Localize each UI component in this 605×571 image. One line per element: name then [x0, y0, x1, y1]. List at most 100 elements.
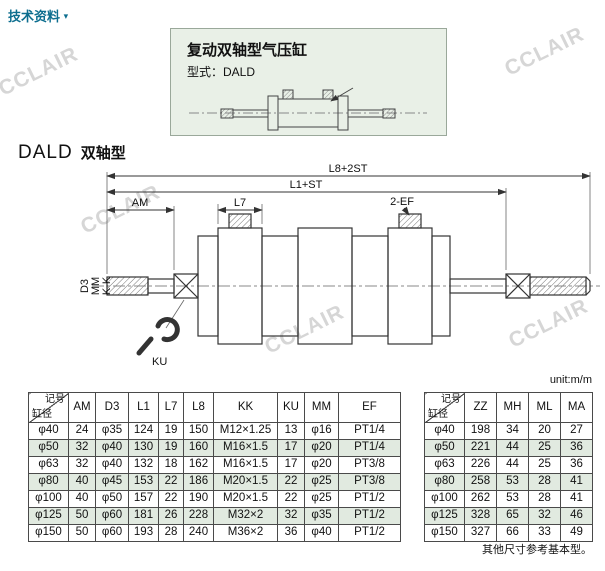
cell: 32 [68, 456, 96, 474]
cell: φ45 [95, 473, 129, 491]
cell: M32×2 [213, 507, 278, 525]
cell: φ25 [304, 490, 339, 508]
watermark: CCLAIR [0, 42, 82, 101]
bore-cell: φ125 [424, 507, 465, 525]
bore-cell: φ100 [28, 490, 69, 508]
unit-label: unit:m/m [549, 374, 592, 386]
dim-label-am: AM [132, 197, 149, 209]
cell: 22 [277, 473, 305, 491]
chevron-down-icon: ▾ [63, 11, 69, 21]
product-model: 型式：DALD [187, 65, 256, 79]
cell: 22 [158, 473, 184, 491]
cell: M16×1.5 [213, 439, 278, 457]
bore-cell: φ100 [424, 490, 465, 508]
col-header: MH [496, 392, 529, 423]
bore-cell: φ40 [28, 422, 69, 440]
cell: 240 [183, 524, 214, 542]
bore-cell: φ50 [424, 439, 465, 457]
cell: 53 [496, 473, 529, 491]
cell: 36 [560, 439, 593, 457]
cell: φ35 [304, 507, 339, 525]
cell: φ40 [304, 524, 339, 542]
col-header: ZZ [464, 392, 497, 423]
technical-drawing: L8+2ST L1+ST AM L7 2-EF D3 MM K-K KU [79, 163, 600, 368]
cell: M12×1.25 [213, 422, 278, 440]
header-row: 记号 缸径 ZZ MH ML MA [424, 392, 593, 423]
cell: 50 [68, 524, 96, 542]
col-header: ML [528, 392, 561, 423]
header-box-drawing [189, 87, 427, 131]
cell: φ60 [95, 524, 129, 542]
col-header: L1 [128, 392, 159, 423]
bore-cell: φ40 [424, 422, 465, 440]
cell: φ25 [304, 473, 339, 491]
cell: 28 [158, 524, 184, 542]
bore-cell: φ63 [424, 456, 465, 474]
cell: 27 [560, 422, 593, 440]
cell: 65 [496, 507, 529, 525]
cell: 153 [128, 473, 159, 491]
cell: PT1/2 [338, 524, 401, 542]
cell: 46 [560, 507, 593, 525]
section-model: DALD [18, 142, 73, 163]
cell: 181 [128, 507, 159, 525]
cell: 34 [496, 422, 529, 440]
cell: 150 [183, 422, 214, 440]
dim-label-ef: 2-EF [390, 196, 414, 208]
cell: 32 [528, 507, 561, 525]
product-header-box: 复动双轴型气压缸 型式：DALD [170, 28, 447, 136]
dim-label-d3: D3 [79, 279, 91, 293]
dim-label-l7: L7 [234, 197, 246, 209]
cell: φ40 [95, 439, 129, 457]
cell: 53 [496, 490, 529, 508]
cell: 41 [560, 490, 593, 508]
cell: 193 [128, 524, 159, 542]
cell: 36 [277, 524, 305, 542]
cell: PT1/4 [338, 439, 401, 457]
cell: 26 [158, 507, 184, 525]
bore-cell: φ80 [28, 473, 69, 491]
cell: 20 [528, 422, 561, 440]
cell: 258 [464, 473, 497, 491]
cell: 66 [496, 524, 529, 542]
cell: 328 [464, 507, 497, 525]
tech-data-link[interactable]: 技术资料 ▾ [8, 6, 68, 25]
cell: M20×1.5 [213, 473, 278, 491]
col-header: AM [68, 392, 96, 423]
bore-cell: φ150 [424, 524, 465, 542]
cell: φ50 [95, 490, 129, 508]
watermark: CCLAIR [501, 22, 588, 81]
cell: PT1/2 [338, 507, 401, 525]
cell: 32 [277, 507, 305, 525]
cell: PT1/2 [338, 490, 401, 508]
cell: 157 [128, 490, 159, 508]
bore-cell: φ50 [28, 439, 69, 457]
cell: PT1/4 [338, 422, 401, 440]
cell: M16×1.5 [213, 456, 278, 474]
dim-label-ku: KU [152, 356, 167, 368]
cell: 13 [277, 422, 305, 440]
cell: 25 [528, 439, 561, 457]
dim-label-l8: L8+2ST [329, 163, 368, 175]
cell: 22 [277, 490, 305, 508]
cell: 198 [464, 422, 497, 440]
cell: 262 [464, 490, 497, 508]
cell: 50 [68, 507, 96, 525]
bore-cell: φ63 [28, 456, 69, 474]
dim-label-mm: MM [90, 277, 102, 295]
cell: φ16 [304, 422, 339, 440]
product-title: 复动双轴型气压缸 [187, 42, 308, 59]
col-header: EF [338, 392, 401, 423]
col-header: KU [277, 392, 305, 423]
cell: 327 [464, 524, 497, 542]
